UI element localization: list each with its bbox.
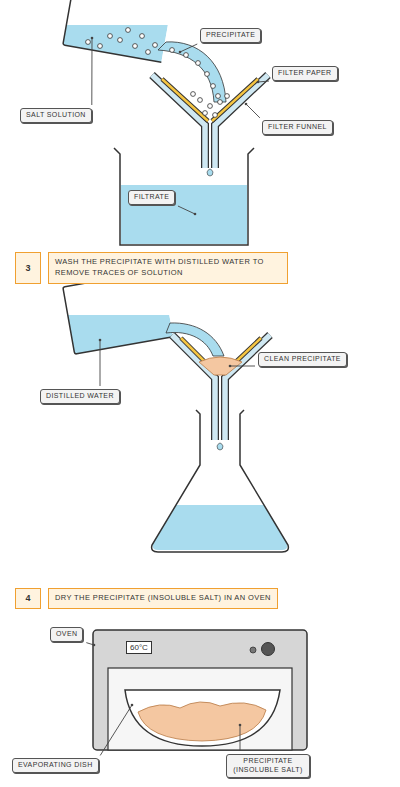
- leader-dot: [194, 213, 197, 216]
- precipitate-particle: [216, 94, 221, 99]
- callout-label: EVAPORATING DISH: [12, 758, 99, 773]
- washing-funnel: [172, 335, 270, 450]
- precipitate-particle: [198, 98, 203, 103]
- leader-line: [178, 206, 195, 214]
- leader-line: [240, 725, 241, 751]
- step-number: 3: [15, 252, 41, 284]
- precipitate-particle: [126, 28, 131, 33]
- callout-label: PRECIPITATE (INSOLUBLE SALT): [226, 754, 310, 778]
- leader-dot: [229, 365, 232, 368]
- precipitate-particle: [218, 100, 223, 105]
- precipitate-particle: [133, 44, 138, 49]
- label-text: FILTRATE: [134, 193, 169, 202]
- precipitate-particle: [213, 113, 218, 118]
- label-text: OVEN: [56, 630, 77, 639]
- water-beaker: [0, 247, 302, 566]
- label-text: EVAPORATING DISH: [18, 761, 93, 770]
- step-instruction: WASH THE PRECIPITATE WITH DISTILLED WATE…: [48, 252, 288, 284]
- label-text: PRECIPITATE (INSOLUBLE SALT): [232, 757, 304, 775]
- label-text: DRY THE PRECIPITATE (INSOLUBLE SALT) IN …: [55, 593, 271, 604]
- leader-dot: [93, 644, 96, 647]
- callout-label: DISTILLED WATER: [40, 389, 120, 404]
- oven: [93, 630, 307, 750]
- step-number: 4: [15, 588, 41, 609]
- precipitate-particle: [153, 43, 158, 48]
- precipitate-particle: [211, 84, 216, 89]
- leader-dot: [91, 37, 94, 40]
- temperature-display: 60°C: [126, 641, 152, 654]
- leader-dot: [245, 103, 248, 106]
- step-instruction: DRY THE PRECIPITATE (INSOLUBLE SALT) IN …: [48, 588, 278, 609]
- callout-label: FILTER FUNNEL: [262, 120, 333, 135]
- precipitate-particle: [140, 34, 145, 39]
- pouring-beaker: [0, 0, 305, 276]
- callout-label: FILTER PAPER: [272, 66, 338, 81]
- leader-dot: [239, 724, 242, 727]
- leader-line: [100, 340, 101, 386]
- leader-line: [180, 44, 197, 52]
- label-text: SALT SOLUTION: [26, 111, 86, 120]
- callout-label: FILTRATE: [128, 190, 175, 205]
- leader-dot: [131, 704, 134, 707]
- leader-line: [246, 104, 260, 118]
- label-text: 4: [25, 593, 30, 603]
- precipitate-particle: [184, 53, 189, 58]
- precipitate-particle: [205, 72, 210, 77]
- callout-label: PRECIPITATE: [200, 28, 261, 43]
- label-text: PRECIPITATE: [206, 31, 255, 40]
- callout-label: CLEAN PRECIPITATE: [258, 352, 347, 367]
- leader-dot: [179, 51, 182, 54]
- label-text: 3: [25, 263, 30, 273]
- precipitate-particle: [203, 111, 208, 116]
- label-text: FILTER FUNNEL: [268, 123, 327, 132]
- precipitate-particle: [146, 50, 151, 55]
- leader-dot: [99, 339, 102, 342]
- label-text: 60°C: [130, 643, 148, 652]
- precipitate-particle: [225, 94, 230, 99]
- evaporating-dish: [125, 690, 280, 746]
- conical-flask: [152, 410, 289, 552]
- label-text: WASH THE PRECIPITATE WITH DISTILLED WATE…: [55, 257, 281, 279]
- precipitate-particle: [98, 44, 103, 49]
- filter-funnel: [152, 75, 268, 176]
- label-text: CLEAN PRECIPITATE: [264, 355, 341, 364]
- precipitate-particle: [196, 61, 201, 66]
- leader-dot: [257, 81, 260, 84]
- precipitate-particle: [108, 34, 113, 39]
- precipitate-particle: [118, 38, 123, 43]
- precipitate-particle: [170, 48, 175, 53]
- label-text: FILTER PAPER: [278, 69, 332, 78]
- filtrate-beaker: [114, 148, 254, 245]
- leader-line: [230, 366, 255, 367]
- precipitate-particle: [86, 40, 91, 45]
- callout-label: SALT SOLUTION: [20, 108, 92, 123]
- leader-line: [258, 81, 269, 83]
- leader-line: [91, 38, 92, 105]
- precipitate-particle: [208, 104, 213, 109]
- leader-line: [100, 705, 132, 755]
- callout-label: OVEN: [50, 627, 83, 642]
- precipitate-particle: [191, 92, 196, 97]
- label-text: DISTILLED WATER: [46, 392, 114, 401]
